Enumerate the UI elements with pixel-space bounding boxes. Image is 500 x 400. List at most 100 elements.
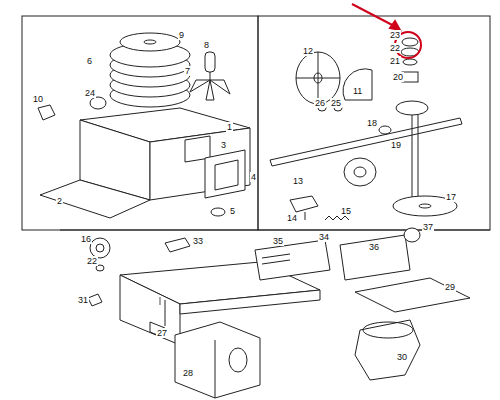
part-outline xyxy=(258,16,490,230)
part-outline xyxy=(402,38,418,46)
callout-number: 4 xyxy=(250,172,257,182)
base-housing xyxy=(40,108,250,218)
part-outline xyxy=(165,300,166,326)
callout-number: 5 xyxy=(229,206,236,216)
part-outline xyxy=(296,78,340,79)
pulley-stack xyxy=(110,33,190,107)
callout-number: 23 xyxy=(389,30,401,40)
highlight-marker xyxy=(352,4,421,58)
part-outline xyxy=(120,275,180,345)
callout-number: 25 xyxy=(330,98,342,108)
part-outline xyxy=(40,180,150,218)
callout-number: 9 xyxy=(178,30,185,40)
callout-number: 1 xyxy=(226,122,233,132)
callout-number: 31 xyxy=(77,295,89,305)
part-outline xyxy=(255,240,330,280)
part-outline xyxy=(355,278,470,312)
callout-number: 37 xyxy=(422,222,434,232)
part-outline xyxy=(363,322,413,338)
callout-number: 3 xyxy=(220,140,227,150)
callout-number: 22 xyxy=(86,256,98,266)
callout-number: 29 xyxy=(444,282,456,292)
callout-number: 8 xyxy=(203,40,210,50)
part-outline xyxy=(160,297,161,305)
callout-number: 12 xyxy=(302,46,314,56)
wheel-assembly xyxy=(296,52,372,111)
part-outline xyxy=(396,101,428,115)
part-outline xyxy=(352,4,398,28)
callout-number: 18 xyxy=(366,118,378,128)
callout-number: 19 xyxy=(390,140,402,150)
part-outline xyxy=(355,320,420,380)
callout-number: 15 xyxy=(340,206,352,216)
part-outline xyxy=(144,40,156,44)
part-outline xyxy=(190,80,230,100)
callout-number: 33 xyxy=(192,236,204,246)
callout-number: 11 xyxy=(352,86,363,96)
part-outline xyxy=(344,158,376,186)
plates-right xyxy=(255,228,470,380)
callout-number: 27 xyxy=(156,328,168,338)
part-outline xyxy=(120,33,180,51)
part-outline xyxy=(379,126,391,134)
part-outline xyxy=(215,340,216,398)
part-outline xyxy=(305,212,306,220)
part-outline xyxy=(402,72,418,82)
callout-number: 6 xyxy=(86,56,93,66)
shaft-stack xyxy=(393,38,457,216)
leader-lines xyxy=(160,297,165,326)
callout-number: 20 xyxy=(392,72,404,82)
panel-frames xyxy=(22,16,490,230)
part-outline xyxy=(38,105,55,120)
part-outline xyxy=(404,228,420,242)
part-outline xyxy=(419,204,431,208)
part-outline xyxy=(150,128,250,200)
part-outline xyxy=(262,260,290,264)
callout-number: 26 xyxy=(314,98,326,108)
drive-rod xyxy=(270,118,462,186)
part-outline xyxy=(215,160,238,190)
part-outline xyxy=(418,115,419,200)
part-outline xyxy=(290,196,318,212)
part-outline xyxy=(90,97,106,109)
callout-number: 28 xyxy=(182,368,194,378)
part-outline xyxy=(90,238,110,258)
callout-number: 10 xyxy=(32,94,44,104)
part-outline xyxy=(340,235,410,280)
part-outline xyxy=(210,72,211,80)
callout-number: 30 xyxy=(396,352,408,362)
part-outline xyxy=(412,115,413,200)
part-outline xyxy=(165,238,190,252)
callout-number: 13 xyxy=(292,176,304,186)
part-outline xyxy=(88,294,102,306)
callout-number: 2 xyxy=(56,196,63,206)
motor-blade xyxy=(190,52,230,100)
part-outline xyxy=(296,52,340,104)
part-outline xyxy=(262,254,290,258)
part-outline xyxy=(205,150,245,198)
callout-number: 21 xyxy=(389,56,401,66)
motor-unit xyxy=(175,322,260,398)
part-outline xyxy=(205,52,215,72)
callout-number: 7 xyxy=(184,66,191,76)
part-outline xyxy=(354,167,366,177)
callout-number: 22 xyxy=(389,43,401,53)
part-outline xyxy=(175,322,260,398)
part-outline xyxy=(22,16,258,230)
part-outline xyxy=(229,348,247,372)
part-outline xyxy=(390,21,400,30)
part-outline xyxy=(180,290,320,314)
part-outline xyxy=(325,216,349,220)
part-outline xyxy=(343,69,372,100)
callout-number: 34 xyxy=(318,232,330,242)
callout-number: 14 xyxy=(286,213,298,223)
callout-number: 17 xyxy=(445,192,457,202)
part-outline xyxy=(96,244,104,252)
callout-number: 24 xyxy=(84,88,96,98)
part-outline xyxy=(211,208,225,216)
part-outline xyxy=(403,59,417,65)
callout-number: 16 xyxy=(80,234,92,244)
callout-number: 35 xyxy=(272,236,284,246)
